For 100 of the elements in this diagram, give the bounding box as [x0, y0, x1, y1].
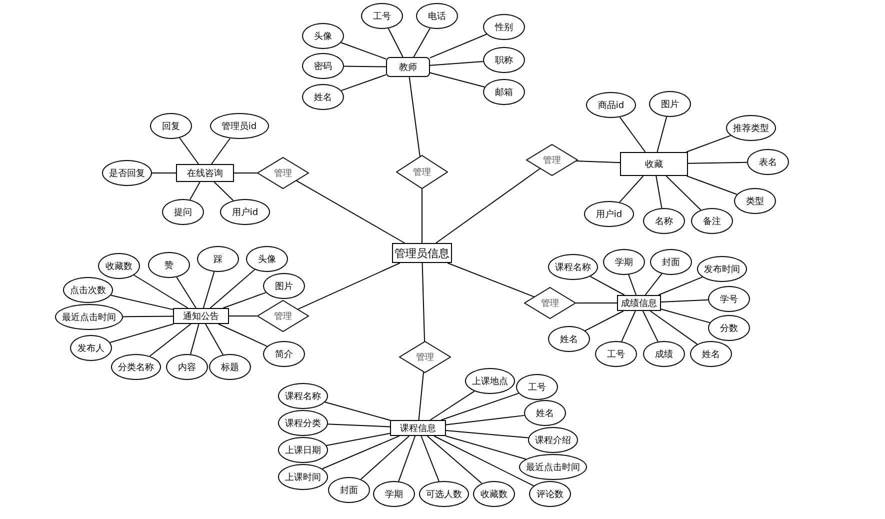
- attribute-ellipse: 用户id: [220, 199, 270, 225]
- attribute-ellipse: 职称: [483, 47, 525, 73]
- entity-box: 成绩信息: [617, 295, 661, 311]
- connector-line: [660, 299, 709, 303]
- attribute-ellipse: 成绩: [643, 341, 685, 367]
- connector-line: [327, 424, 390, 428]
- attribute-ellipse: 类型: [734, 188, 776, 214]
- attribute-ellipse: 提问: [162, 199, 204, 225]
- connector-line: [222, 292, 266, 308]
- attribute-ellipse: 备注: [691, 208, 733, 234]
- attribute-ellipse: 姓名: [548, 326, 590, 352]
- connector-line: [176, 276, 196, 308]
- connector-line: [628, 274, 637, 296]
- attribute-ellipse: 学号: [708, 286, 750, 312]
- connector-line: [660, 308, 710, 324]
- attribute-ellipse: 收藏数: [473, 481, 515, 507]
- connector-line: [234, 172, 258, 174]
- connector-line: [190, 324, 200, 355]
- attribute-ellipse: 名称: [643, 208, 685, 234]
- connector-line: [340, 74, 386, 92]
- attribute-ellipse: 发布时间: [697, 256, 747, 282]
- connector-line: [360, 436, 410, 480]
- connector-line: [324, 402, 390, 421]
- connector-line: [408, 76, 420, 157]
- entity-box: 通知公告: [173, 308, 229, 324]
- connector-line: [344, 66, 386, 68]
- attribute-ellipse: 管理员id: [210, 113, 268, 139]
- attribute-ellipse: 上课日期: [278, 437, 328, 463]
- relationship-diamond: 管理: [257, 300, 309, 332]
- attribute-ellipse: 姓名: [302, 84, 344, 110]
- attribute-ellipse: 密码: [302, 53, 344, 79]
- attribute-ellipse: 发布人: [70, 335, 112, 361]
- attribute-ellipse: 最近点击时间: [55, 304, 123, 330]
- relationship-diamond: 管理: [396, 155, 448, 189]
- connector-line: [122, 316, 174, 318]
- connector-line: [297, 262, 400, 310]
- connector-line: [398, 436, 416, 482]
- attribute-ellipse: 踩: [197, 246, 239, 272]
- entity-box: 收藏: [620, 152, 688, 176]
- entity-box: 课程信息: [390, 420, 446, 436]
- attribute-ellipse: 表名: [747, 149, 789, 175]
- connector-line: [205, 324, 224, 356]
- attribute-ellipse: 收藏数: [98, 253, 140, 279]
- connector-line: [642, 310, 658, 342]
- attribute-ellipse: 头像: [302, 23, 344, 49]
- attribute-ellipse: 课程介绍: [528, 427, 578, 453]
- connector-line: [434, 436, 534, 486]
- connector-line: [179, 137, 199, 164]
- attribute-ellipse: 回复: [150, 113, 192, 139]
- attribute-ellipse: 评论数: [529, 481, 571, 507]
- attribute-ellipse: 分数: [708, 315, 750, 341]
- connector-line: [666, 176, 702, 210]
- connector-line: [619, 176, 644, 203]
- connector-line: [621, 310, 636, 342]
- attribute-ellipse: 姓名: [524, 400, 566, 426]
- connector-line: [590, 276, 625, 296]
- connector-line: [152, 172, 176, 174]
- connector-line: [430, 390, 475, 420]
- connector-line: [644, 273, 662, 296]
- connector-line: [656, 116, 668, 152]
- connector-line: [576, 160, 620, 164]
- connector-line: [650, 310, 698, 345]
- connector-line: [211, 138, 231, 164]
- connector-line: [110, 324, 174, 343]
- connector-line: [656, 176, 662, 209]
- entity-box: 在线咨询: [176, 164, 234, 182]
- attribute-ellipse: 性别: [483, 14, 525, 40]
- entity-box: 教师: [386, 57, 430, 77]
- attribute-ellipse: 封面: [650, 249, 692, 275]
- attribute-ellipse: 图片: [649, 91, 691, 117]
- connector-line: [446, 414, 525, 426]
- connector-line: [686, 176, 738, 195]
- attribute-ellipse: 工号: [361, 3, 403, 29]
- connector-line: [202, 271, 215, 308]
- relationship-diamond: 管理: [524, 287, 576, 319]
- connector-line: [322, 436, 400, 470]
- connector-line: [445, 436, 526, 460]
- attribute-ellipse: 可选人数: [419, 481, 469, 507]
- attribute-ellipse: 学期: [603, 249, 645, 275]
- connector-line: [149, 324, 192, 357]
- attribute-ellipse: 姓名: [690, 341, 732, 367]
- connector-line: [584, 310, 624, 332]
- attribute-ellipse: 内容: [166, 354, 208, 380]
- attribute-ellipse: 工号: [516, 374, 558, 400]
- attribute-ellipse: 赞: [148, 252, 190, 278]
- connector-line: [218, 324, 268, 347]
- connector-line: [658, 276, 703, 296]
- connector-line: [430, 61, 484, 66]
- relationship-diamond: 管理: [526, 144, 578, 176]
- connector-line: [440, 392, 520, 420]
- connector-line: [430, 72, 486, 88]
- attribute-ellipse: 分类名称: [111, 354, 161, 380]
- connector-line: [418, 372, 424, 420]
- connector-line: [214, 182, 234, 202]
- attribute-ellipse: 图片: [263, 273, 305, 299]
- connector-line: [619, 116, 646, 152]
- connector-line: [447, 262, 535, 298]
- connector-line: [420, 436, 440, 482]
- attribute-ellipse: 推荐类型: [726, 115, 776, 141]
- connector-line: [388, 28, 404, 58]
